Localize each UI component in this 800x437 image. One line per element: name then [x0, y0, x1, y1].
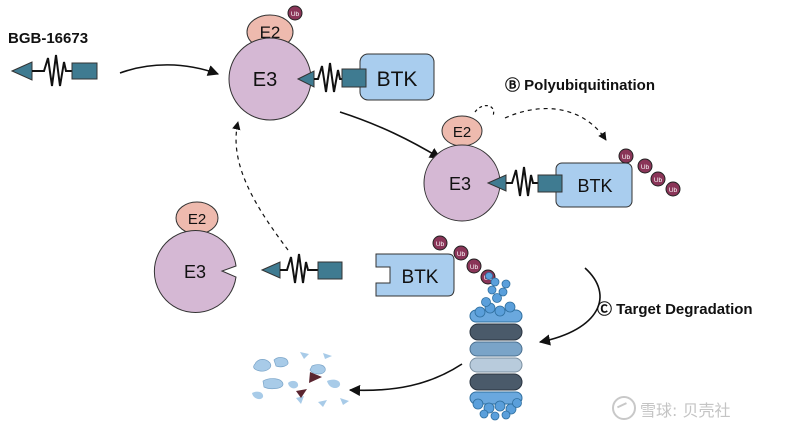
- ub-label-2b: Ub: [641, 164, 650, 171]
- recycled-protac-molecule: [260, 253, 343, 284]
- target-degradation-step-label: Ⓒ Target Degradation: [597, 301, 753, 318]
- watermark-text: 雪球: 贝壳社: [640, 401, 731, 420]
- proteasome: [469, 272, 523, 421]
- ubiquitinated-btk: BTK Ub Ub Ub Ub: [375, 235, 496, 297]
- arrow-binding: [119, 64, 220, 76]
- btk-label-1: BTK: [377, 68, 418, 91]
- arrow-to-ubiquitination: [339, 111, 441, 159]
- ub-label-2a: Ub: [622, 154, 631, 161]
- peptide-fragments: [252, 352, 349, 407]
- free-protac-molecule: [10, 54, 98, 87]
- e2-label-1: E2: [260, 23, 281, 42]
- e2-label-3: E2: [188, 211, 206, 228]
- arrow-to-fragments: [348, 363, 463, 397]
- arrow-ub-transfer: [504, 107, 607, 141]
- ub-label-2c: Ub: [654, 177, 663, 184]
- btk-label-3: BTK: [402, 267, 439, 288]
- e3-label-2: E3: [449, 174, 471, 194]
- e3-label-1: E3: [253, 69, 277, 91]
- ub-label-2d: Ub: [669, 187, 678, 194]
- ternary-complex-2: E2 E3 BTK Ub Ub Ub Ub: [423, 105, 681, 222]
- ub-label-3b: Ub: [457, 251, 466, 258]
- watermark: 雪球: 贝壳社: [612, 396, 730, 421]
- snowball-logo-icon: [612, 396, 636, 420]
- ub-label-1: Ub: [291, 11, 300, 18]
- ternary-complex-1: E2 Ub E3 BTK: [228, 5, 435, 121]
- btk-label-2: BTK: [577, 176, 612, 196]
- ub-label-3c: Ub: [470, 264, 479, 271]
- e3-label-3: E3: [184, 262, 206, 282]
- e2-label-2: E2: [453, 124, 471, 141]
- arrow-recycle: [232, 121, 289, 251]
- released-e3-ligase: E2 E3: [153, 201, 237, 313]
- polyubiquitination-step-label: Ⓑ Polyubiquitination: [505, 77, 655, 94]
- drug-name-label: BGB-16673: [8, 30, 89, 47]
- ub-label-3a: Ub: [436, 241, 445, 248]
- arrow-to-proteasome: [538, 267, 601, 346]
